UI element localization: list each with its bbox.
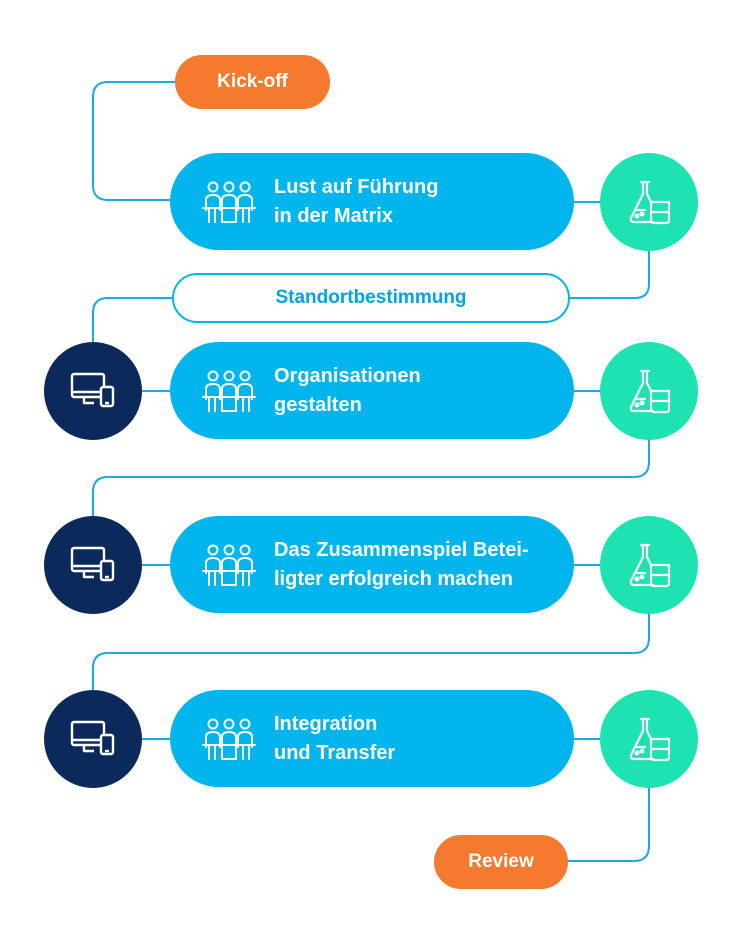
kickoff-label: Kick-off: [217, 71, 288, 92]
lab-phase-1: [600, 153, 698, 251]
lab-flask-icon: [629, 180, 671, 225]
computer-tablet-icon: [70, 720, 115, 756]
assessment-step: Standortbestimmung: [172, 273, 570, 323]
review-milestone: Review: [434, 835, 568, 889]
lab-flask-icon: [629, 543, 671, 588]
online-phase-4: [44, 690, 142, 788]
module-4-title: Integration und Transfer: [274, 710, 395, 768]
module-1: Lust auf Führung in der Matrix: [170, 153, 574, 250]
module-2-title: Organisationen gestalten: [274, 362, 421, 420]
module-3-title-line-1: Das Zusammenspiel Betei-: [274, 538, 529, 561]
lab-flask-icon: [629, 369, 671, 414]
kickoff-milestone: Kick-off: [175, 55, 330, 109]
module-1-title-line-1: Lust auf Führung: [274, 175, 439, 198]
module-3: Das Zusammenspiel Betei- ligter erfolgre…: [170, 516, 574, 613]
lab-flask-icon: [629, 717, 671, 762]
people-meeting-icon: [202, 181, 256, 223]
lab-phase-2: [600, 342, 698, 440]
people-meeting-icon: [202, 544, 256, 586]
people-meeting-icon: [202, 370, 256, 412]
computer-tablet-icon: [70, 372, 115, 408]
people-meeting-icon: [202, 718, 256, 760]
module-1-title: Lust auf Führung in der Matrix: [274, 173, 438, 231]
computer-tablet-icon: [70, 546, 115, 582]
module-1-title-line-2: in der Matrix: [274, 204, 393, 227]
online-phase-2: [44, 342, 142, 440]
review-label: Review: [468, 851, 534, 872]
lab-phase-4: [600, 690, 698, 788]
module-2-title-line-2: gestalten: [274, 393, 362, 416]
module-4-title-line-1: Integration: [274, 712, 378, 735]
module-2-title-line-1: Organisationen: [274, 364, 421, 387]
module-3-title: Das Zusammenspiel Betei- ligter erfolgre…: [274, 536, 529, 594]
module-3-title-line-2: ligter erfolgreich machen: [274, 567, 513, 590]
module-4-title-line-2: und Transfer: [274, 741, 396, 764]
module-2: Organisationen gestalten: [170, 342, 574, 439]
lab-phase-3: [600, 516, 698, 614]
assessment-label: Standortbestimmung: [275, 287, 467, 308]
module-4: Integration und Transfer: [170, 690, 574, 787]
online-phase-3: [44, 516, 142, 614]
